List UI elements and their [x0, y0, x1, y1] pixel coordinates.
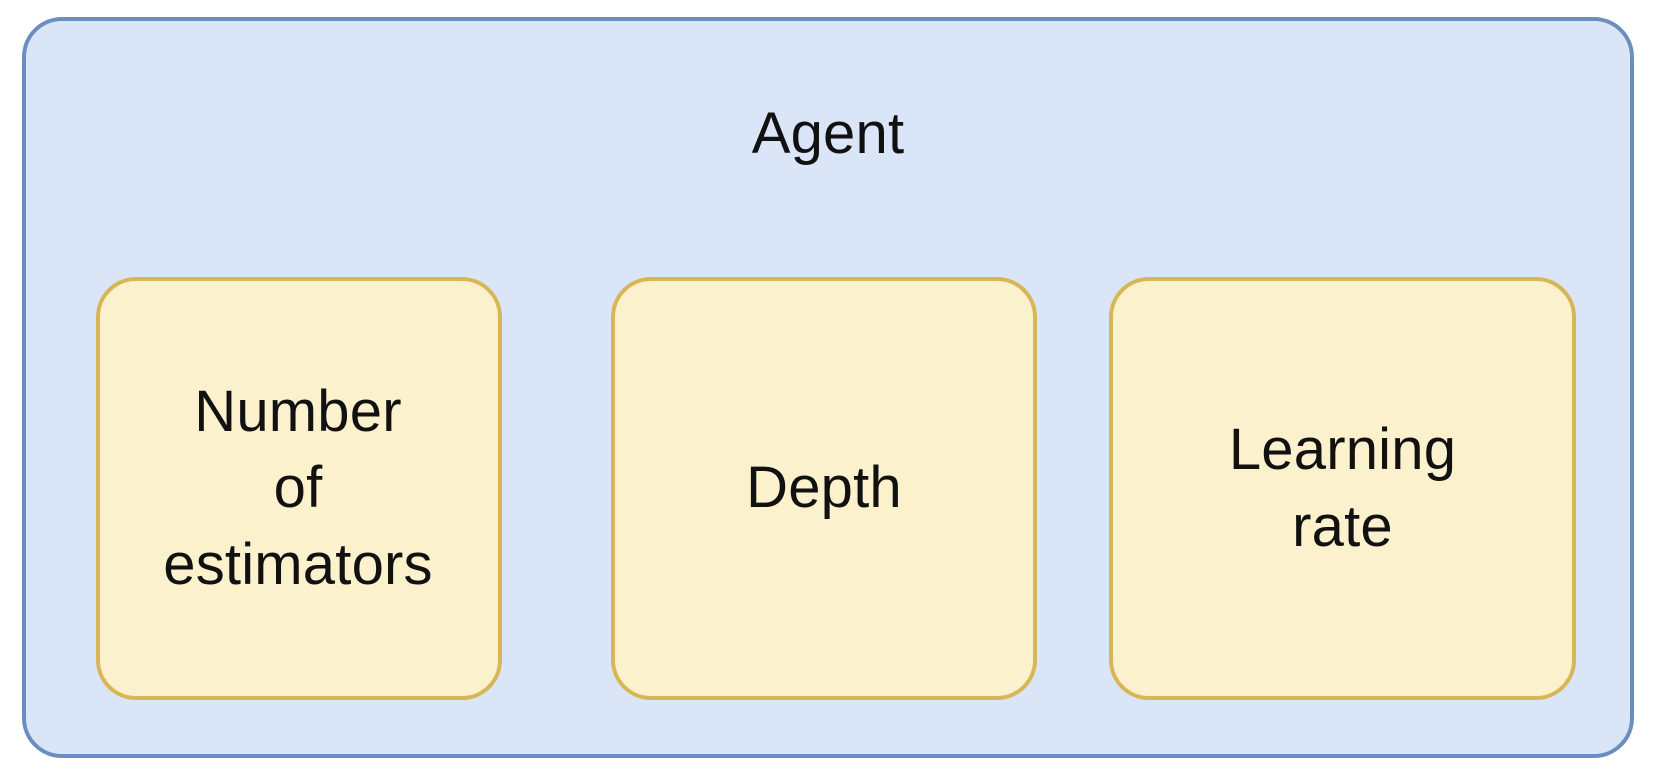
hyperparameter-row: Number of estimators Depth Learning rate: [26, 21, 1630, 754]
hyperparameter-box-number-of-estimators: Number of estimators: [96, 277, 502, 700]
hyperparameter-label-depth: Depth: [746, 455, 902, 521]
hyperparameter-label-learning-rate: Learning rate: [1228, 416, 1457, 559]
hyperparameter-box-learning-rate: Learning rate: [1109, 277, 1576, 700]
agent-container: Agent Number of estimators Depth Learnin…: [22, 17, 1634, 758]
agent-container-title: Agent: [751, 101, 905, 166]
hyperparameter-box-depth: Depth: [611, 277, 1037, 700]
hyperparameter-label-number-of-estimators: Number of estimators: [163, 378, 433, 597]
